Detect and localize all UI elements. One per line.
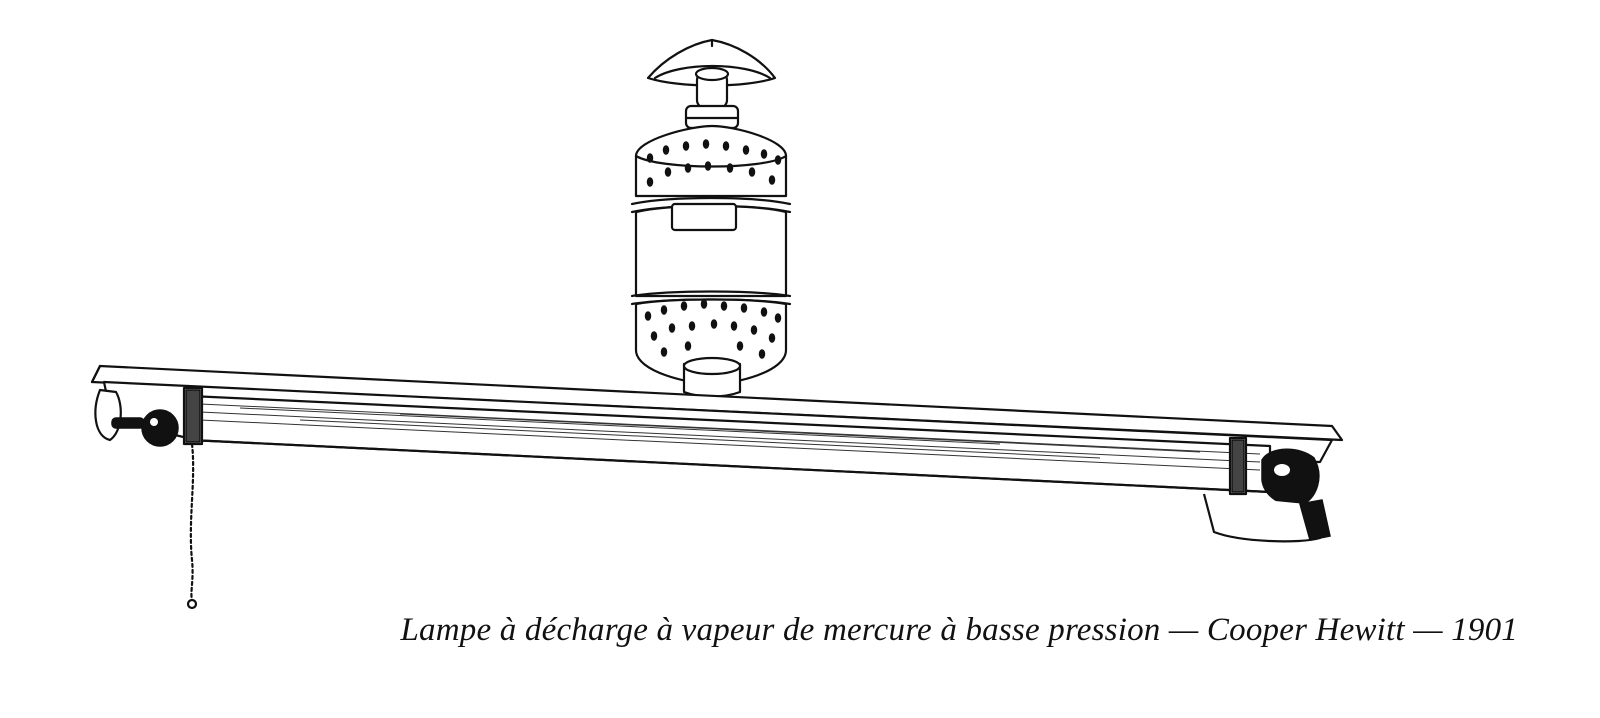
figure-caption: Lampe à décharge à vapeur de mercure à b… — [400, 612, 1518, 648]
reflector-tube-assembly — [90, 364, 1344, 494]
right-electrode-cap — [1202, 436, 1331, 543]
suspension-stem — [684, 66, 740, 130]
left-electrode-cap — [94, 386, 204, 447]
pull-chain — [186, 442, 198, 610]
vent-holes-bottom — [644, 299, 782, 359]
vent-holes-top — [646, 139, 782, 187]
ballast-housing — [630, 124, 792, 398]
